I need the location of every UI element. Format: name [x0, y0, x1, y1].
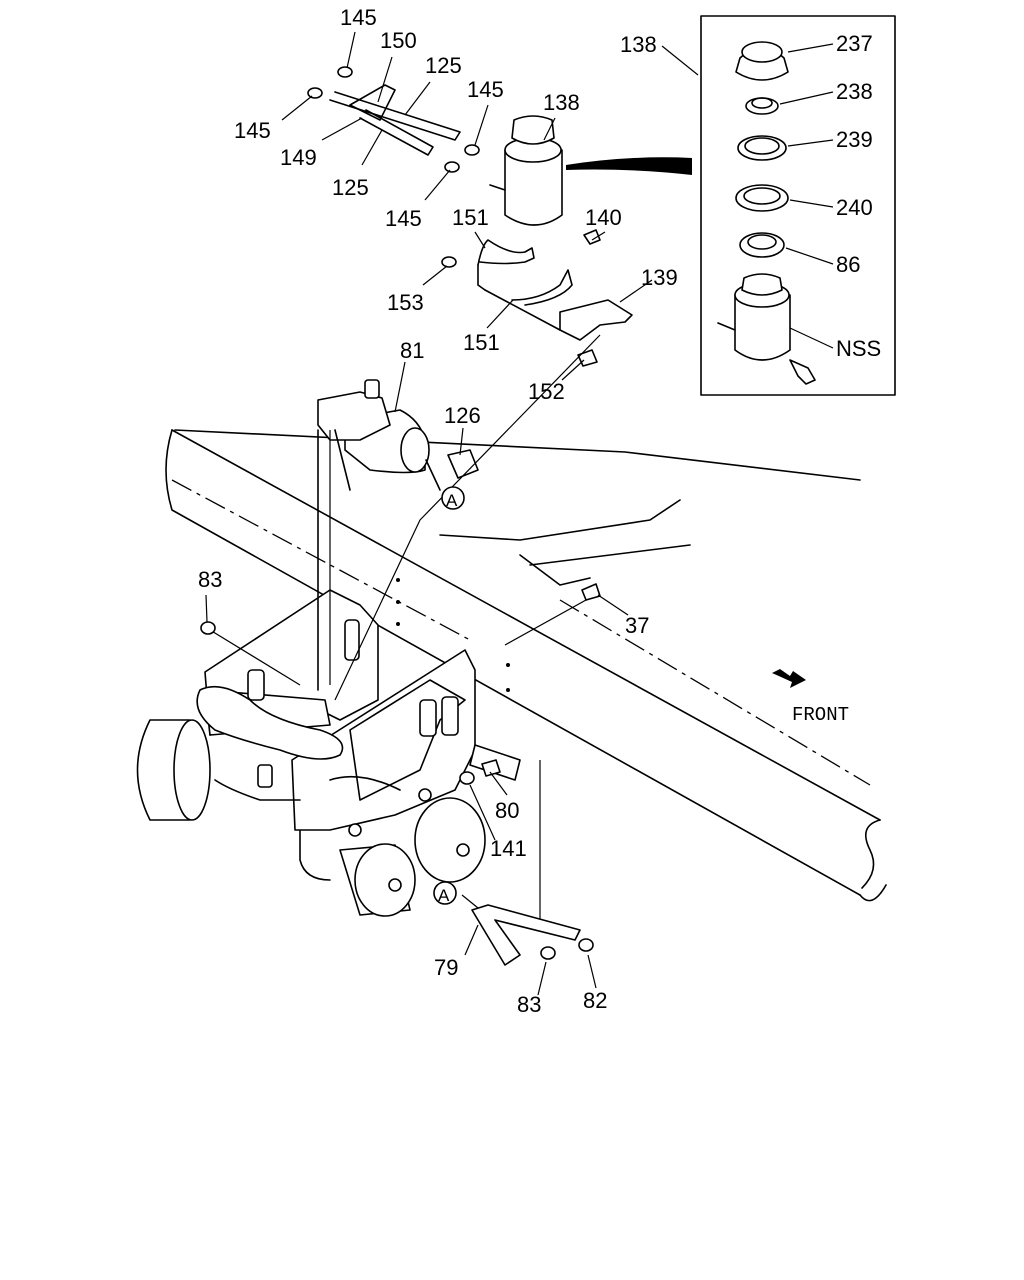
leader-lines [205, 31, 834, 996]
callout-81: 81 [400, 338, 424, 363]
inset-ref-138: 138 [620, 32, 657, 57]
callout-151-top: 151 [452, 205, 489, 230]
frame-rail [165, 429, 887, 902]
callout-151-bottom: 151 [463, 330, 500, 355]
front-indicator: FRONT [772, 669, 849, 726]
callout-80: 80 [495, 798, 519, 823]
pipe-assembly [307, 66, 480, 173]
reservoir-tank [489, 115, 692, 226]
callout-82: 82 [583, 988, 607, 1013]
callout-86: 86 [836, 252, 860, 277]
callout-239: 239 [836, 127, 873, 152]
callout-125-bottom: 125 [332, 175, 369, 200]
callout-145-bottom: 145 [385, 206, 422, 231]
callout-nss: NSS [836, 336, 881, 361]
callout-125-top: 125 [425, 53, 462, 78]
band-clamps [441, 229, 633, 367]
connector-a-lower-label: A [438, 886, 450, 905]
callout-140: 140 [585, 205, 622, 230]
callout-238: 238 [836, 79, 873, 104]
callout-149: 149 [280, 145, 317, 170]
callout-237: 237 [836, 31, 873, 56]
callout-labels: 145 150 125 145 138 145 149 125 145 151 … [198, 5, 881, 1017]
callout-152: 152 [528, 379, 565, 404]
front-label: FRONT [792, 704, 849, 726]
callout-37: 37 [625, 613, 649, 638]
callout-145-right: 145 [467, 77, 504, 102]
connector-a-lower: A [433, 881, 457, 905]
air-tanks [136, 719, 486, 917]
callout-138-tank: 138 [543, 90, 580, 115]
callout-79: 79 [434, 955, 458, 980]
callout-150: 150 [380, 28, 417, 53]
callout-83-left: 83 [198, 567, 222, 592]
callout-153: 153 [387, 290, 424, 315]
front-arrow-icon [772, 669, 806, 688]
connection-lines [209, 334, 601, 920]
callout-145-top: 145 [340, 5, 377, 30]
callout-240: 240 [836, 195, 873, 220]
callout-145-left: 145 [234, 118, 271, 143]
callout-126: 126 [444, 403, 481, 428]
solenoid-valve [317, 379, 479, 691]
inset-box [700, 15, 896, 396]
connector-a-upper-label: A [446, 491, 458, 510]
callout-139: 139 [641, 265, 678, 290]
callout-83-bottom: 83 [517, 992, 541, 1017]
callout-141: 141 [490, 836, 527, 861]
mounting-bracket-assembly [196, 589, 521, 837]
connector-a-upper: A [441, 486, 465, 510]
lower-bracket [200, 583, 601, 966]
